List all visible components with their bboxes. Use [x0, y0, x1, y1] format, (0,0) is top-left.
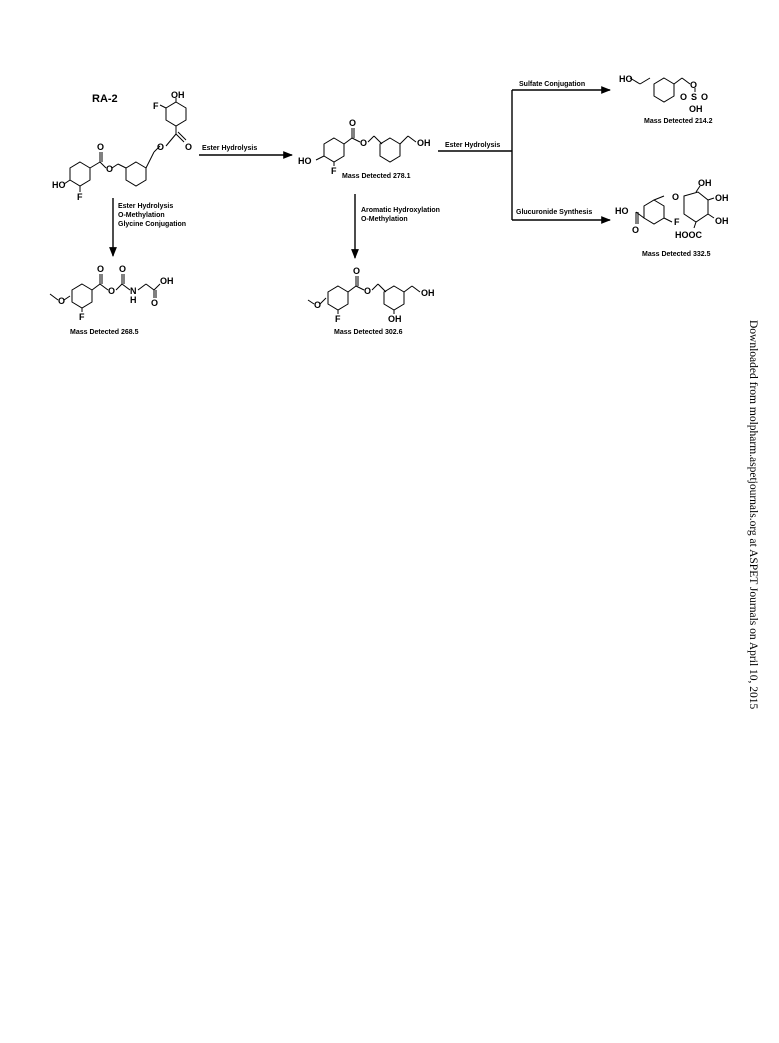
metabolite-332-atoms: HO O O OH OH OH F HOOC Mass Detected 332…	[615, 178, 729, 258]
atom-o: O	[97, 264, 104, 274]
atom-f: F	[153, 101, 159, 111]
mass-label: Mass Detected 278.1	[342, 173, 411, 180]
atom-ho: HO	[619, 74, 633, 84]
atom-hooc: HOOC	[675, 230, 703, 240]
label-step: O-Methylation	[118, 212, 165, 219]
metabolite-302	[307, 276, 421, 314]
atom-oh: OH	[715, 216, 729, 226]
atom-f: F	[335, 314, 341, 324]
atom-oh: OH	[421, 288, 435, 298]
atom-oh: OH	[388, 314, 402, 324]
atom-ho: HO	[298, 156, 312, 166]
atom-n: N	[130, 286, 137, 296]
label-ester-hydrolysis: Ester Hydrolysis	[202, 145, 257, 152]
atom-o: O	[701, 92, 708, 102]
atom-o: O	[680, 92, 687, 102]
metabolite-268	[49, 274, 161, 312]
atom-o: O	[353, 266, 360, 276]
atom-o: O	[58, 296, 65, 306]
compound-title: RA-2	[92, 93, 118, 105]
atom-o: O	[106, 164, 113, 174]
compound-ra2-atoms: OH F O O O O HO F	[52, 90, 192, 202]
metabolite-214-atoms: HO O O S O OH Mass Detected 214.2	[619, 74, 713, 125]
mass-label: Mass Detected 268.5	[70, 329, 139, 336]
reaction-labels: Ester Hydrolysis Ester Hydrolysis Sulfat…	[118, 81, 592, 228]
atom-o: O	[119, 264, 126, 274]
mass-label: Mass Detected 332.5	[642, 251, 711, 258]
mass-label: Mass Detected 214.2	[644, 118, 713, 125]
atom-o: O	[157, 142, 164, 152]
atom-f: F	[79, 312, 85, 322]
label-step: Glycine Conjugation	[118, 221, 186, 228]
atom-oh: OH	[160, 276, 174, 286]
atom-ho: HO	[52, 180, 66, 190]
atom-o: O	[97, 142, 104, 152]
atom-f: F	[77, 192, 83, 202]
atom-h: H	[130, 295, 137, 305]
label-step: Aromatic Hydroxylation	[361, 207, 440, 214]
metabolite-332	[635, 185, 715, 229]
atom-s: S	[691, 92, 697, 102]
reaction-arrows	[109, 86, 611, 259]
atom-o: O	[151, 298, 158, 308]
metabolite-214	[629, 77, 696, 103]
atom-ho: HO	[615, 206, 629, 216]
label-sulfate-conjugation: Sulfate Conjugation	[519, 81, 585, 88]
atom-o: O	[349, 118, 356, 128]
atom-oh: OH	[698, 178, 712, 188]
atom-o: O	[364, 286, 371, 296]
download-note: Downloaded from molpharm.aspetjournals.o…	[747, 320, 759, 710]
atom-oh: OH	[417, 138, 431, 148]
mass-label: Mass Detected 302.6	[334, 329, 403, 336]
atom-o: O	[672, 192, 679, 202]
label-glucuronide-synthesis: Glucuronide Synthesis	[516, 209, 592, 216]
atom-oh: OH	[171, 90, 185, 100]
atom-f: F	[331, 166, 337, 176]
metabolite-278-atoms: O O OH HO F Mass Detected 278.1	[298, 118, 431, 180]
metabolite-268-atoms: O F O O O N H O OH Mass Detected 268.5	[58, 264, 174, 336]
metabolite-278	[315, 128, 417, 166]
label-ester-hydrolysis: Ester Hydrolysis	[445, 142, 500, 149]
atom-oh: OH	[689, 104, 703, 114]
label-step: Ester Hydrolysis	[118, 203, 173, 210]
atom-o: O	[360, 138, 367, 148]
compound-ra2: RA-2	[63, 93, 187, 192]
atom-o: O	[108, 286, 115, 296]
atom-oh: OH	[715, 193, 729, 203]
atom-o: O	[314, 300, 321, 310]
atom-o: O	[632, 225, 639, 235]
atom-o: O	[690, 80, 697, 90]
label-step: O-Methylation	[361, 216, 408, 223]
atom-f: F	[674, 217, 680, 227]
atom-o: O	[185, 142, 192, 152]
metabolite-302-atoms: O F O O OH OH Mass Detected 302.6	[314, 266, 435, 336]
